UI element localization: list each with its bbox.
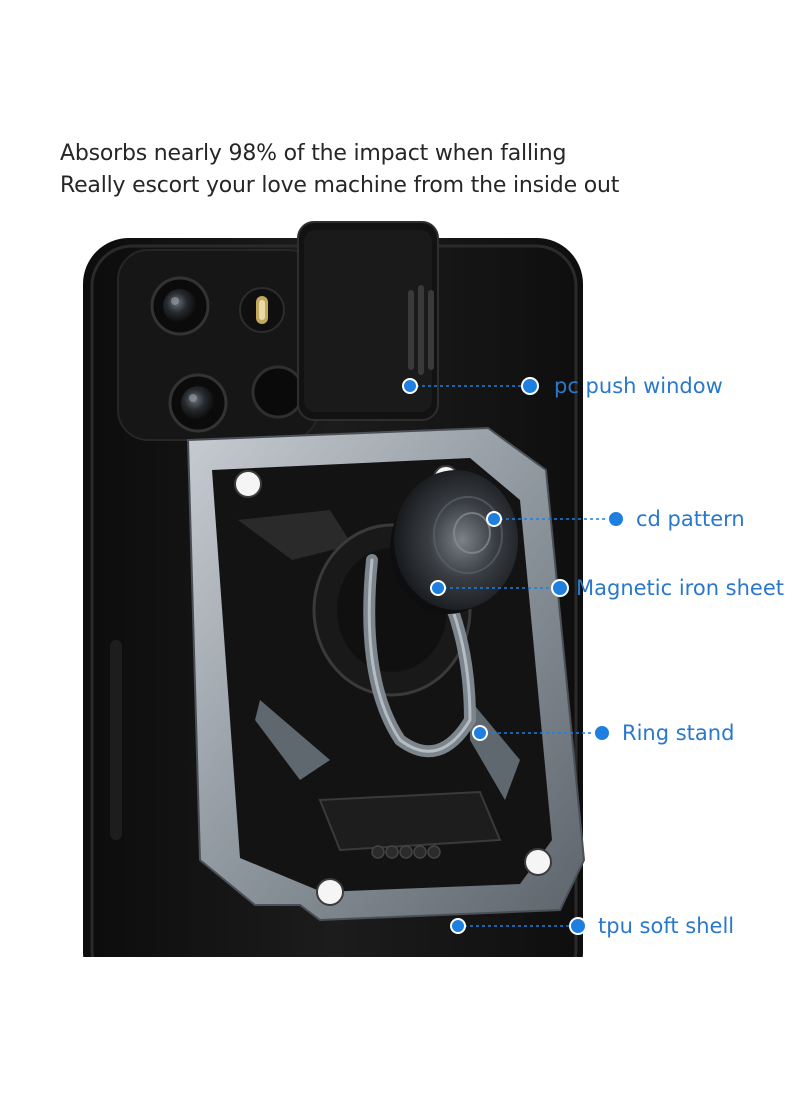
circle-dot-icon xyxy=(472,725,488,741)
camera-lens-icon xyxy=(168,373,228,433)
circle-dot-icon xyxy=(450,918,466,934)
headline-line-2: Really escort your love machine from the… xyxy=(60,173,620,198)
flash-icon xyxy=(239,287,285,333)
circle-dot-icon xyxy=(521,377,539,395)
circle-dot-icon xyxy=(486,511,502,527)
circle-dot-icon xyxy=(607,510,625,528)
circle-dot-icon xyxy=(569,917,587,935)
callout-label-cd-pattern: cd pattern xyxy=(636,507,745,531)
pc-push-window xyxy=(297,221,439,421)
circle-dot-icon xyxy=(593,724,611,742)
ring-stand xyxy=(363,554,477,758)
camera-lens-icon xyxy=(150,276,210,336)
callout-label-pc-push-window: pc push window xyxy=(554,374,723,398)
fingerprint-icon xyxy=(251,365,305,419)
headline: Absorbs nearly 98% of the impact when fa… xyxy=(60,138,619,202)
callout-label-ring-stand: Ring stand xyxy=(622,721,735,745)
cd-pattern-knob xyxy=(390,470,518,614)
circle-dot-icon xyxy=(430,580,446,596)
circle-dot-icon xyxy=(402,378,418,394)
callout-label-tpu-soft-shell: tpu soft shell xyxy=(598,914,735,938)
circle-dot-icon xyxy=(551,579,569,597)
headline-line-1: Absorbs nearly 98% of the impact when fa… xyxy=(60,141,567,166)
callout-label-magnetic-iron-sheet: Magnetic iron sheet xyxy=(576,576,785,600)
